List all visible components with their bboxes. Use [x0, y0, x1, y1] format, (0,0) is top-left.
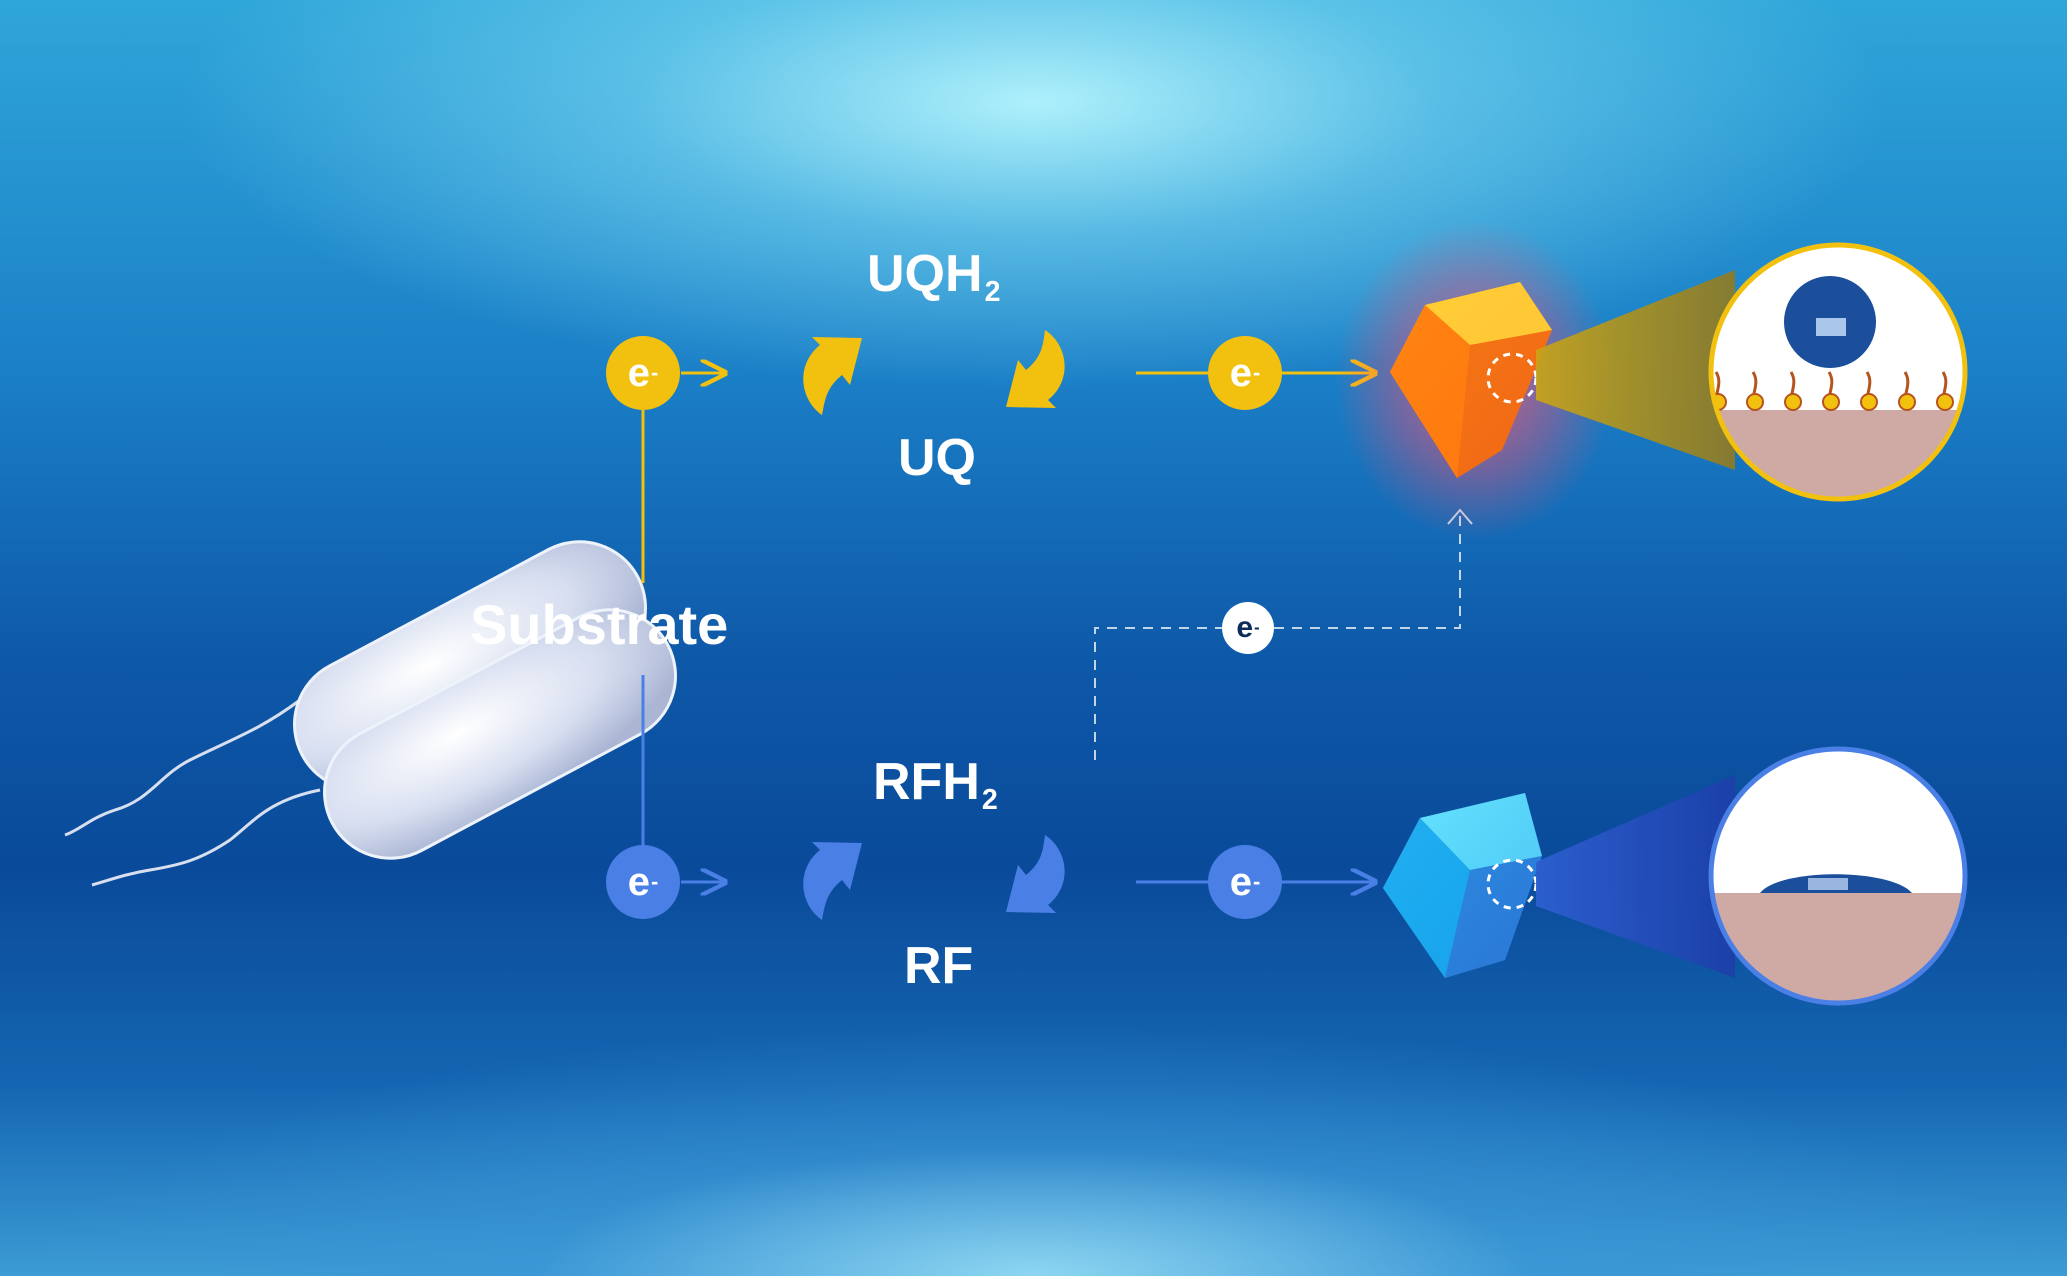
electron-label: e	[1229, 859, 1252, 904]
dashed-path-left	[1094, 627, 1222, 760]
electron-charge: -	[650, 869, 659, 894]
electron-chip-top-left: e-	[606, 336, 680, 410]
electron-charge: -	[650, 360, 659, 385]
rf-text: RF	[904, 937, 974, 995]
blue-crystal	[1383, 793, 1542, 978]
rf-cycle-arrows	[803, 835, 1065, 920]
substrate-text: Substrate	[470, 593, 729, 656]
rfh2-subscript: 2	[981, 784, 998, 816]
electron-chip-bottom-right: e-	[1208, 845, 1282, 919]
electron-chip-bottom-left: e-	[606, 845, 680, 919]
bacteria-cells	[64, 540, 677, 887]
rf-label: RF	[904, 936, 973, 996]
electron-label: e	[1236, 611, 1254, 644]
rfh2-main-text: RFH	[873, 753, 980, 811]
electron-chip-dashed: e-	[1222, 602, 1274, 654]
uq-cycle-arrows	[803, 330, 1065, 415]
uq-label: UQ	[898, 428, 976, 488]
uqh2-main-text: UQH	[867, 245, 983, 303]
top-zoom-beam	[1536, 270, 1735, 470]
bottom-zoom-beam	[1536, 775, 1735, 978]
electron-charge: -	[1254, 618, 1260, 637]
electron-charge: -	[1252, 869, 1261, 894]
dashed-path-right	[1274, 512, 1461, 629]
bottom-zoom-inset	[1708, 746, 1968, 1006]
rfh2-label: RFH2	[873, 752, 998, 817]
uqh2-subscript: 2	[984, 276, 1001, 308]
uqh2-label: UQH2	[867, 244, 1000, 309]
electron-chip-top-right: e-	[1208, 336, 1282, 410]
top-zoom-inset	[1708, 242, 1968, 502]
electron-charge: -	[1252, 360, 1261, 385]
uq-text: UQ	[898, 429, 976, 487]
electron-label: e	[627, 350, 650, 395]
electron-label: e	[1229, 350, 1252, 395]
orange-crystal	[1335, 220, 1615, 540]
electron-label: e	[627, 859, 650, 904]
substrate-label: Substrate	[470, 592, 728, 657]
